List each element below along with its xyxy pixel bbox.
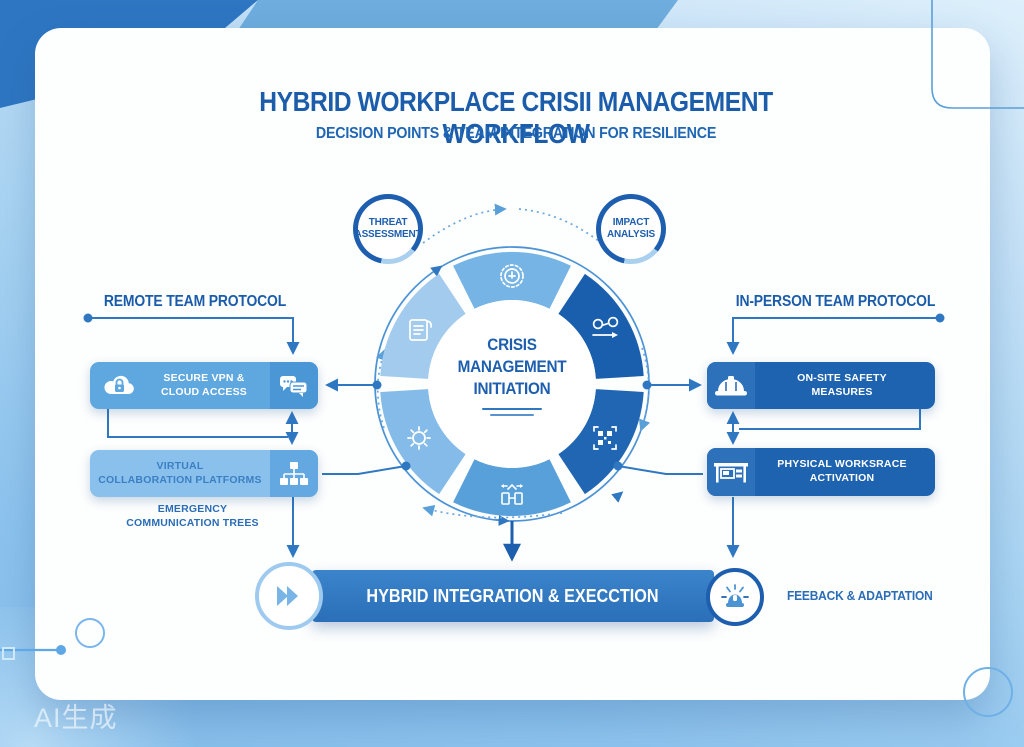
note-line: COMMUNICATION TREES	[126, 517, 259, 530]
remote-team-protocol-heading: REMOTE TEAM PROTOCOL	[103, 293, 287, 310]
badge-flow-arc	[422, 203, 601, 244]
page-subtitle: DECISION POINTS & TEAM INTEGRATION FOR R…	[315, 125, 717, 142]
badge-label: THREAT	[368, 216, 408, 228]
impact-analysis-badge: IMPACT ANALYSIS	[596, 194, 666, 264]
box-label: ON-SITE SAFETY	[797, 371, 887, 384]
segment-bottom	[453, 459, 571, 517]
segment-top	[453, 251, 571, 309]
org-chart-icon	[280, 461, 308, 485]
bottom-left-decorations	[0, 618, 105, 660]
hard-hat-icon	[715, 375, 747, 395]
wheel-dashed-arcs	[375, 347, 651, 519]
divider-line	[482, 408, 542, 410]
badge-label: ASSESSMENT	[354, 229, 422, 240]
box-label: CLOUD ACCESS	[160, 385, 247, 398]
feedback-adaptation-label: FEEBACK & ADAPTATION	[787, 588, 933, 603]
hybrid-integration-label: HYBRID INTEGRATION & EXECCTION	[366, 586, 659, 606]
siren-icon	[706, 568, 764, 626]
badge-label: ANALYSIS	[606, 229, 656, 240]
box-label: PHYSICAL WORKSRACE	[777, 458, 907, 471]
page-title: HYBRID WORKPLACE CRISII MANAGEMENT WORKF…	[259, 86, 773, 149]
background-band-shape	[238, 0, 678, 30]
box-label: ACTIVATION	[809, 472, 875, 484]
secure-vpn-box: SECURE VPN & CLOUD ACCESS	[90, 362, 318, 409]
on-site-safety-box: ON-SITE SAFETY MEASURES	[707, 362, 935, 409]
wheel-center-circle	[428, 300, 596, 468]
wheel-line: INITIATION	[473, 379, 551, 399]
wheel-line: MANAGEMENT	[457, 357, 567, 377]
bottom-right-decoration	[963, 667, 1013, 717]
decision-flow-icon	[592, 316, 619, 338]
box-label: SECURE VPN &	[163, 371, 245, 384]
gauge-icon	[500, 264, 524, 288]
qr-scan-icon	[593, 426, 617, 450]
gear-icon	[407, 426, 431, 450]
emergency-communication-note: EMERGENCY COMMUNICATION TREES	[100, 502, 285, 530]
incident-report-icon	[409, 319, 433, 341]
wheel-center-title: CRISIS MANAGEMENT INITIATION	[440, 334, 584, 400]
team-devices-icon	[501, 483, 523, 505]
chat-bubbles-icon	[280, 375, 308, 397]
in-person-team-protocol-heading: IN-PERSON TEAM PROTOCOL	[735, 293, 936, 310]
divider-line	[490, 414, 534, 416]
cloud-lock-icon	[104, 375, 134, 395]
threat-assessment-badge: THREAT ASSESSMENT	[353, 194, 423, 264]
fast-forward-icon	[255, 562, 323, 630]
badge-label: IMPACT	[612, 216, 650, 228]
ai-watermark: AI生成	[34, 703, 118, 733]
hybrid-integration-bar	[312, 570, 714, 622]
box-label: MEASURES	[811, 385, 873, 398]
corner-line-decoration	[931, 0, 1024, 109]
box-label: COLLABORATION PLATFORMS	[98, 473, 262, 486]
note-line: EMERGENCY	[157, 503, 228, 515]
connector-lines	[83, 313, 945, 562]
wheel-line: CRISIS	[487, 335, 537, 354]
desk-icon	[714, 463, 748, 483]
box-label: VIRTUAL	[156, 459, 204, 472]
physical-workspace-box: PHYSICAL WORKSRACE ACTIVATION	[707, 448, 935, 496]
virtual-collaboration-box: VIRTUAL COLLABORATION PLATFORMS	[90, 450, 318, 497]
